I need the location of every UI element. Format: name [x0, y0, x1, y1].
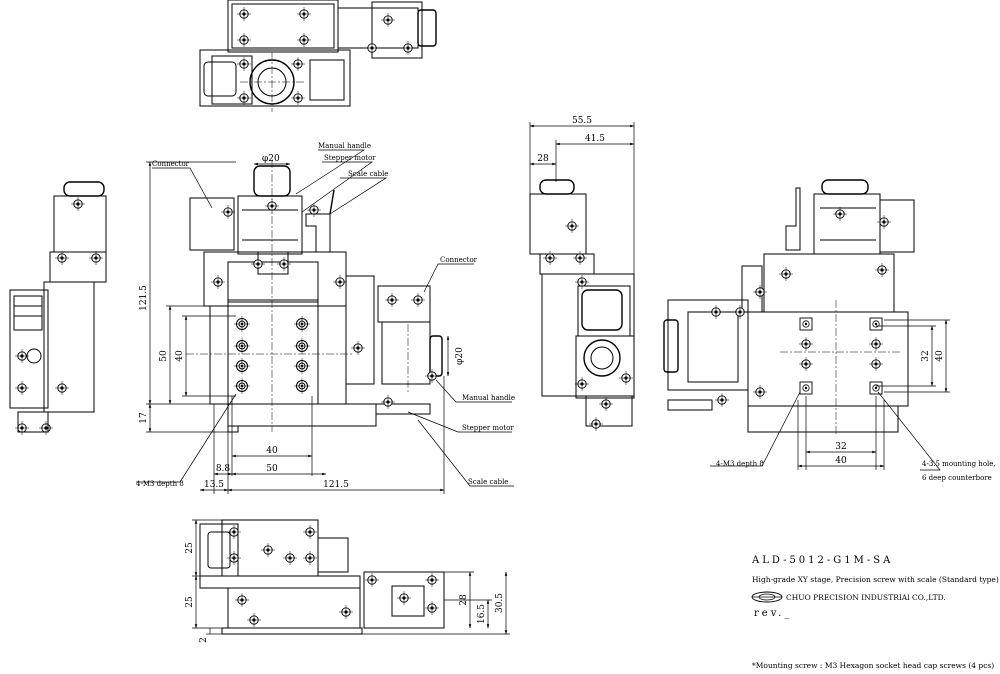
left-side-view	[9, 181, 107, 436]
callout-scale-cable-bottom: Scale cable	[468, 478, 508, 486]
company-logo	[751, 591, 783, 603]
dim-width-50: 50	[266, 464, 278, 474]
dim-height-40: 40	[175, 350, 185, 362]
callout-stepper-motor-bottom: Stepper motor	[462, 424, 514, 432]
leader-lines	[136, 149, 941, 487]
dim-rear-40-vertical: 40	[935, 350, 945, 362]
dim-width-13-5: 13.5	[204, 480, 224, 490]
right-side-view	[529, 179, 635, 432]
dim-bottom-25-upper: 25	[185, 542, 195, 554]
callout-manual-handle-top: Manual handle	[318, 142, 371, 150]
dim-phi20-top: φ20	[262, 154, 280, 164]
dim-width-8-8: 8.8	[216, 464, 231, 474]
dim-bottom-16-5: 16.5	[477, 604, 487, 624]
dim-height-121-5: 121.5	[139, 285, 149, 311]
company-name: CHUO PRECISION INDUSTRIAl CO.,LTD.	[786, 593, 946, 602]
dim-side-55-5: 55.5	[572, 116, 592, 126]
callout-mounting-hole-line1: 4-3.5 mounting hole,	[922, 460, 996, 468]
title-block: ALD-5012-G1M-SA High-grade XY stage, Pre…	[751, 555, 999, 670]
dimension-lines	[146, 122, 950, 635]
dim-height-50: 50	[159, 350, 169, 362]
revision: rev._	[754, 608, 792, 619]
callout-stepper-motor-top: Stepper motor	[324, 154, 376, 162]
callout-connector-top: Connector	[152, 160, 190, 168]
callout-mounting-hole-line2: 6 deep counterbore	[922, 474, 992, 482]
dim-rear-32-horizontal: 32	[835, 442, 846, 452]
model-number: ALD-5012-G1M-SA	[751, 555, 893, 566]
rear-view	[663, 179, 915, 436]
dim-bottom-28: 28	[459, 594, 469, 606]
dim-bottom-2: 2	[199, 637, 209, 643]
dim-height-17: 17	[139, 412, 149, 424]
dim-width-121-5: 121.5	[323, 480, 349, 490]
mounting-screw-note: *Mounting screw : M3 Hexagon socket head…	[752, 661, 994, 670]
model-description: High-grade XY stage, Precision screw wit…	[752, 575, 999, 584]
callout-m3-depth-right: 4-M3 depth 8	[716, 460, 764, 468]
dim-side-41-5: 41.5	[585, 134, 605, 144]
callout-scale-cable-top: Scale cable	[348, 170, 388, 178]
dimension-labels: φ20 121.5 50 40 17 40 8.8 50 13.5 121.5 …	[139, 116, 945, 643]
dim-bottom-30-5: 30.5	[495, 593, 505, 613]
dim-width-40: 40	[266, 446, 278, 456]
dim-phi20-side: φ20	[455, 347, 465, 365]
callout-labels: Connector Manual handle Stepper motor Sc…	[136, 142, 996, 488]
dim-bottom-25-lower: 25	[185, 596, 195, 608]
callout-m3-depth-left: 4-M3 depth 8	[136, 480, 184, 488]
front-view	[186, 160, 443, 433]
dim-rear-32-vertical: 32	[921, 350, 931, 361]
dim-rear-40-horizontal: 40	[835, 456, 847, 466]
bottom-view	[199, 519, 445, 635]
top-view	[199, 0, 437, 112]
callout-manual-handle-bottom: Manual handle	[462, 394, 515, 402]
dim-side-28: 28	[537, 154, 549, 164]
callout-connector-right: Connector	[440, 256, 478, 264]
